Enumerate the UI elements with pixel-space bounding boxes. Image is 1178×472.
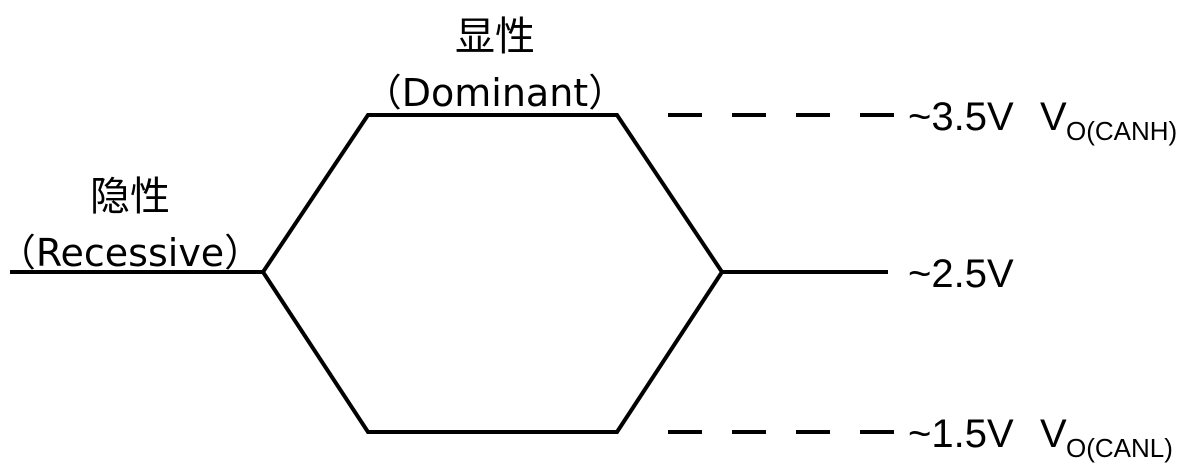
canh-symbol: V — [1040, 95, 1067, 139]
canh-subscript: O(CANH) — [1066, 116, 1177, 146]
canh-trace — [261, 113, 724, 274]
recessive-label-cn: 隐性 — [90, 174, 170, 220]
dominant-label-cn: 显性 — [455, 14, 535, 60]
dominant-label-en: （Dominant） — [364, 71, 626, 115]
recessive-voltage-label: ~2.5V — [908, 252, 1014, 296]
canh-voltage-label: ~3.5V — [908, 95, 1014, 139]
canl-voltage-label: ~1.5V — [908, 412, 1014, 456]
recessive-label-en: （Recessive） — [0, 231, 262, 275]
canl-subscript: O(CANL) — [1066, 433, 1173, 463]
canl-symbol: V — [1040, 412, 1067, 456]
canl-trace — [261, 270, 724, 434]
